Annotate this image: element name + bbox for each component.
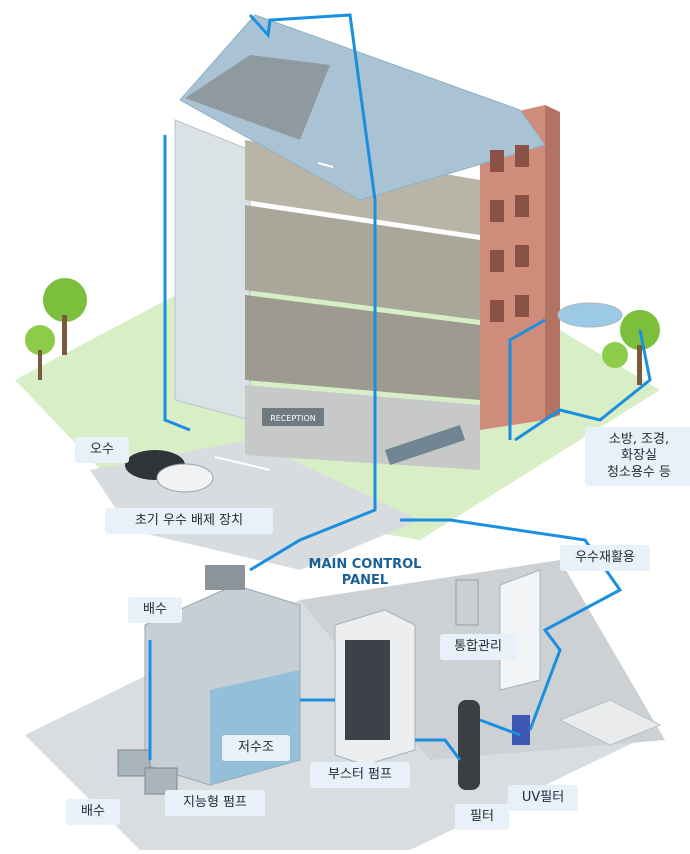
uv-filter-unit: [512, 715, 530, 745]
label-uses: 소방, 조경, 화장실 청소용수 등: [585, 427, 690, 486]
label-filter: 필터: [455, 804, 509, 831]
tower-windows: [490, 145, 529, 322]
label-first-flush-device: 초기 우수 배제 장치: [105, 508, 273, 535]
flow-arrow: [214, 162, 334, 471]
drain-sensor: [205, 565, 245, 590]
roof-terrace: [185, 55, 330, 140]
uses-line-2: 화장실: [621, 448, 657, 464]
trees: [25, 278, 660, 385]
uses-line-1: 소방, 조경,: [608, 432, 670, 447]
pipe-booster-to-filter: [415, 738, 462, 761]
mcp-line-1: MAIN CONTROL: [308, 557, 422, 572]
label-uv-filter: UV필터: [508, 785, 578, 812]
smart-pump-2: [144, 767, 178, 795]
pipe-left-riser: [163, 135, 191, 432]
pipe-filter-to-uv: [479, 718, 521, 737]
label-rainwater-reuse: 우수재활용: [560, 545, 650, 572]
pipe-up-tower: [508, 318, 546, 440]
mcp-line-2: PANEL: [341, 573, 389, 589]
pipe-roof-drain: [248, 13, 377, 572]
label-integrated-management: 통합관리: [440, 634, 516, 661]
label-booster-pump: 부스터 펌프: [310, 762, 410, 789]
pipe-to-building: [514, 329, 652, 442]
building-floor-2: [245, 205, 480, 320]
floor-hatch: [558, 699, 662, 746]
reception-sign: RECEPTION: [270, 414, 316, 423]
fountain: [557, 302, 623, 328]
brick-tower: [480, 105, 545, 430]
uses-line-3: 청소용수 등: [607, 464, 671, 480]
label-drain-bottom: 배수: [66, 799, 120, 826]
label-smart-pump: 지능형 펌프: [165, 790, 265, 817]
label-sewage: 오수: [75, 437, 129, 464]
management-panel: [455, 579, 479, 626]
building-side: [174, 119, 251, 421]
pipe-recycle: [400, 518, 623, 731]
pipe-network: [148, 13, 652, 761]
entrance-canopy: [385, 425, 465, 465]
label-reservoir: 저수조: [222, 735, 290, 762]
building-floor-1: [245, 295, 480, 400]
label-main-control-panel: MAIN CONTROL PANEL: [300, 557, 430, 590]
door: [499, 569, 541, 691]
brick-tower-side: [545, 105, 560, 420]
parked-cars: [125, 450, 214, 493]
label-drain-top: 배수: [128, 597, 182, 624]
control-cabinet-inner: [345, 640, 390, 740]
filter-unit: [458, 700, 480, 790]
